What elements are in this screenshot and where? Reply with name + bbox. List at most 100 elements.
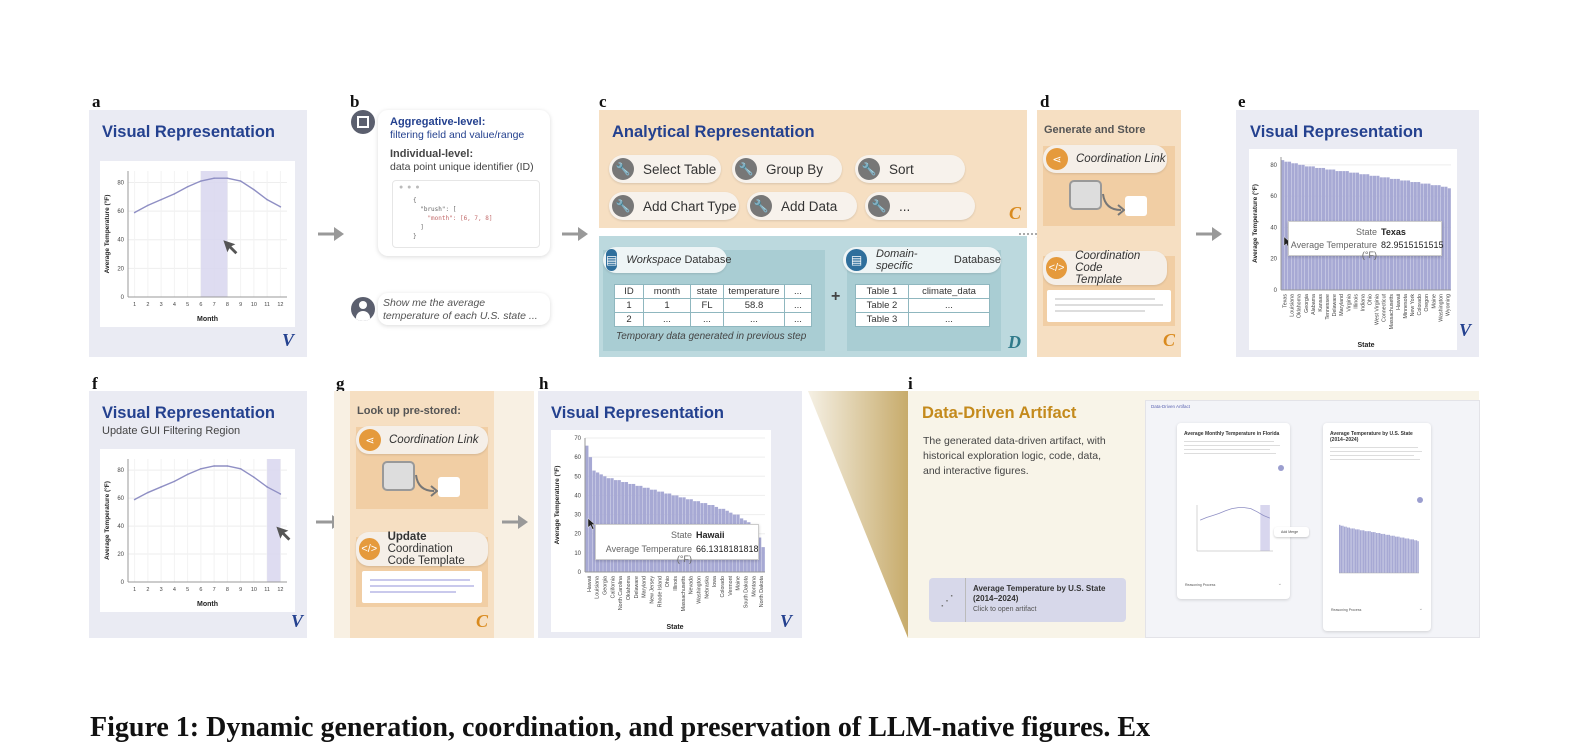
- x-tick-label: Vermont: [728, 575, 734, 595]
- wrench-icon: 🔧: [612, 195, 634, 217]
- code-icon: </>: [1046, 257, 1068, 279]
- bar: [1396, 536, 1398, 573]
- op-group-by[interactable]: 🔧Group By: [732, 155, 842, 183]
- code-block: ● ● ● { "brush": [ "month": [6, 7, 8] ] …: [392, 180, 540, 248]
- x-tick-label: South Dakota: [743, 576, 749, 608]
- mini-line-chart: [1196, 505, 1273, 552]
- x-tick-label: Alabama: [1311, 294, 1317, 315]
- x-tick-label: 2: [146, 302, 149, 308]
- x-tick-label: Oklahoma: [1297, 294, 1303, 318]
- data-point: [279, 205, 282, 208]
- coordination-link-card[interactable]: ⋖Coordination Link: [1043, 145, 1167, 173]
- x-tick-label: New York: [1410, 294, 1416, 317]
- figure-caption: Figure 1: Dynamic generation, coordinati…: [90, 712, 1151, 743]
- op-more[interactable]: 🔧...: [865, 192, 975, 220]
- y-tick-label: 10: [574, 551, 581, 557]
- data-point: [253, 188, 255, 191]
- data-point: [173, 193, 176, 195]
- x-tick-label: North Carolina: [618, 576, 624, 610]
- llm-avatar: [351, 110, 375, 134]
- cursor-icon: [223, 240, 238, 255]
- series-line: [134, 465, 281, 501]
- x-tick-label: 10: [251, 302, 257, 308]
- panel-h-label: h: [539, 374, 549, 393]
- op-select-table[interactable]: 🔧Select Table: [609, 155, 721, 183]
- table-icon: [357, 116, 369, 128]
- op-add-data[interactable]: 🔧Add Data: [747, 192, 857, 220]
- artifact-preview: Data-Driven Artifact Average Monthly Tem…: [1145, 400, 1480, 638]
- database-icon: ▤: [846, 249, 868, 271]
- g-coordination-link-card[interactable]: ⋖Coordination Link: [356, 426, 488, 454]
- user-msg-2: temperature of each U.S. state ...: [383, 310, 538, 322]
- bar: [1377, 533, 1379, 573]
- x-tick-label: 1: [133, 302, 136, 308]
- wrench-icon: 🔧: [750, 195, 772, 217]
- bar: [1367, 531, 1370, 573]
- y-tick-label: 60: [117, 209, 124, 215]
- bar: [1383, 533, 1386, 573]
- panel-a-title: Visual Representation: [102, 123, 276, 141]
- bar: [1447, 188, 1451, 290]
- y-tick-label: 30: [574, 513, 581, 519]
- mini-bar-chart: [1339, 524, 1419, 574]
- panel-a-label: a: [92, 92, 101, 111]
- data-point: [133, 211, 136, 214]
- data-point: [200, 467, 202, 470]
- wrench-icon: 🔧: [858, 158, 880, 180]
- bar: [1387, 534, 1389, 573]
- bar: [1444, 186, 1448, 290]
- bar: [1340, 525, 1342, 573]
- user-message-card: Show me the average temperature of each …: [378, 293, 550, 325]
- x-tick-label: 10: [251, 587, 257, 593]
- x-tick-label: Washington: [1438, 294, 1444, 322]
- op-sort[interactable]: 🔧Sort: [855, 155, 965, 183]
- bar: [592, 470, 596, 572]
- y-tick-label: 40: [117, 524, 124, 530]
- bar: [1380, 533, 1382, 573]
- database-icon: ▤: [606, 249, 618, 271]
- x-tick-label: 9: [239, 302, 242, 308]
- x-tick-label: Maryland: [1339, 294, 1345, 316]
- workspace-note: Temporary data generated in previous ste…: [616, 331, 807, 342]
- data-point: [253, 476, 255, 478]
- data-point: [213, 177, 215, 179]
- panel-i-desc-2: historical exploration logic, code, data…: [923, 450, 1102, 462]
- artifact-card[interactable]: ⋰ Average Temperature by U.S. State (201…: [929, 578, 1126, 622]
- y-tick-label: 60: [1270, 194, 1277, 200]
- x-axis-label: State: [1357, 342, 1374, 349]
- x-tick-label: Hawaii: [1396, 294, 1402, 310]
- reasoning-chevron-icon: ⌄: [1418, 606, 1423, 612]
- panel-d-store-corner: C: [1162, 330, 1175, 350]
- bar: [1379, 533, 1381, 573]
- bar: [1385, 534, 1387, 573]
- x-axis-label: Month: [197, 601, 218, 608]
- bar: [588, 457, 593, 572]
- arrow-g-h: [502, 515, 528, 529]
- bar: [1345, 526, 1347, 573]
- panel-g: Look up pre-stored: ⋖Coordination Link <…: [350, 391, 494, 638]
- x-tick-label: 11: [264, 302, 270, 308]
- x-tick-label: Delaware: [1332, 294, 1338, 316]
- bar: [1353, 528, 1355, 573]
- bar: [585, 445, 589, 572]
- brush-region: [200, 171, 228, 297]
- panel-c-label: c: [599, 92, 607, 111]
- x-tick-label: Nevada: [689, 576, 695, 594]
- op-add-chart-type[interactable]: 🔧Add Chart Type: [609, 192, 739, 220]
- monitor-icon: [382, 461, 415, 491]
- x-tick-label: 1: [133, 587, 136, 593]
- panel-d-title: Generate and Store: [1044, 124, 1146, 136]
- x-axis-label: Month: [197, 316, 218, 323]
- bar: [1415, 540, 1418, 573]
- x-tick-label: Wyoming: [1445, 294, 1451, 316]
- bar: [1440, 186, 1445, 290]
- add-merge-button[interactable]: Add Merge: [1274, 527, 1309, 537]
- llm-message-card: Aggregative-level: filtering field and v…: [378, 110, 550, 256]
- y-tick-label: 0: [578, 570, 582, 576]
- table-row: Table 2...: [855, 298, 990, 313]
